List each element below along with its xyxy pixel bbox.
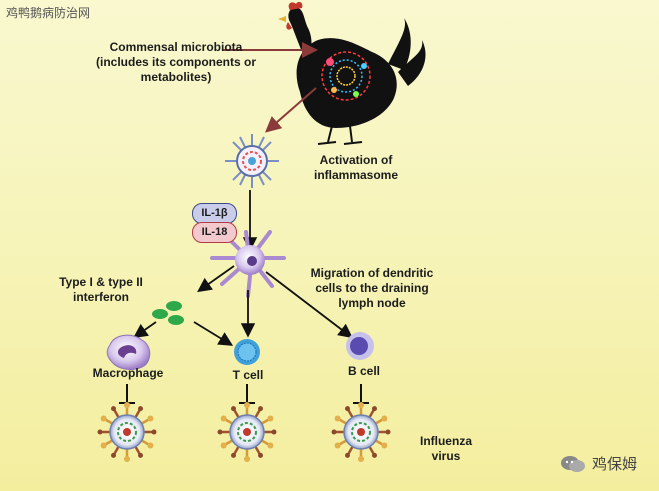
bcell-icon bbox=[346, 332, 374, 360]
dendritic-to-bcell-arrow bbox=[265, 271, 353, 339]
wechat-account-name: 鸡保姆 bbox=[592, 455, 638, 473]
dendritic-cell-icon bbox=[210, 230, 286, 298]
influenza-virus-icon bbox=[217, 402, 277, 462]
il18-badge: IL-18 bbox=[192, 222, 237, 243]
bcell-label: B cell bbox=[347, 364, 380, 378]
watermark-text: 鸡鸭鹅病防治网 bbox=[6, 6, 91, 20]
interferon-molecules-icon bbox=[152, 301, 184, 325]
interferon-label: Type I & type II interferon bbox=[59, 275, 143, 304]
chicken-to-cell-arrow bbox=[264, 87, 317, 133]
tcell-icon bbox=[234, 339, 260, 365]
influenza-virus-icon bbox=[97, 402, 157, 462]
dendritic-to-interferon-arrow bbox=[197, 265, 235, 293]
influenza-virus-icon bbox=[331, 402, 391, 462]
influenza-label: Influenza virus bbox=[419, 434, 472, 463]
migration-label: Migration of dendritic cells to the drai… bbox=[310, 266, 434, 310]
wechat-icon bbox=[561, 455, 585, 472]
macrophage-label: Macrophage bbox=[92, 366, 164, 380]
inhibition-lines bbox=[119, 384, 369, 404]
macrophage-icon bbox=[106, 334, 151, 370]
wechat-account: 鸡保姆 bbox=[560, 453, 637, 474]
chicken-icon bbox=[278, 1, 426, 145]
interferon-to-tcell-arrow bbox=[193, 321, 234, 346]
inflammasome-label: Activation of inflammasome bbox=[313, 153, 399, 182]
microbiota-icon bbox=[321, 51, 371, 101]
interferon-to-macrophage-arrow bbox=[133, 321, 157, 339]
tcell-label: T cell bbox=[232, 368, 264, 382]
commensal-label: Commensal microbiota (includes its compo… bbox=[95, 40, 257, 84]
inflammasome-cell-icon bbox=[225, 134, 279, 188]
il1b-badge: IL-1β bbox=[192, 203, 237, 224]
